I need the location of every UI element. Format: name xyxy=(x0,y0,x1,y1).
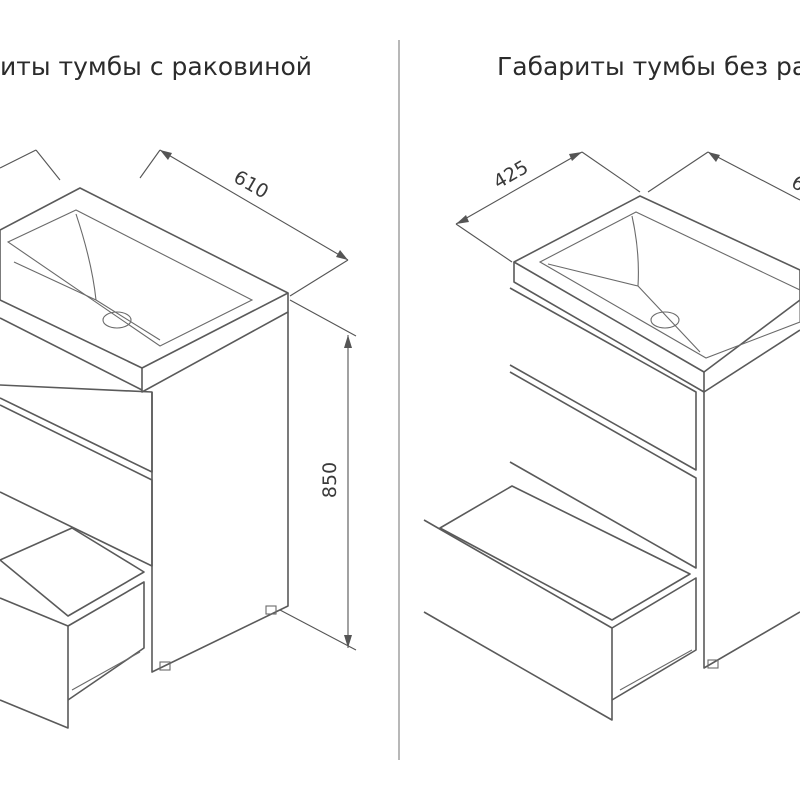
right-depth-extension-a xyxy=(456,224,512,262)
right-drawer-middle xyxy=(510,372,696,568)
right-sink-basin-inner xyxy=(548,216,700,352)
left-panel: Габариты тумбы с раковиной xyxy=(0,52,356,728)
left-sink-drain xyxy=(103,312,131,328)
right-depth-extension-b xyxy=(582,152,640,192)
left-width-label: 610 xyxy=(230,166,272,203)
right-cabinet-drawing xyxy=(424,196,800,720)
left-dimension-width: 610 xyxy=(140,150,348,296)
left-cabinet-side xyxy=(152,312,288,672)
left-sink-basin-rim xyxy=(8,210,252,346)
left-height-arrow-bottom xyxy=(344,635,352,648)
right-drawer-top xyxy=(510,288,696,470)
right-panel-title: Габариты тумбы без раковины xyxy=(497,52,800,81)
left-drawer-runner xyxy=(72,652,140,690)
right-sink-basin-rim xyxy=(540,212,800,358)
left-dimension-height: 850 xyxy=(280,300,356,650)
right-dimension-width: 600 xyxy=(648,152,800,208)
right-dimension-depth: 425 xyxy=(456,152,640,262)
right-depth-label: 425 xyxy=(490,156,532,193)
left-open-drawer-side xyxy=(68,582,144,700)
left-countertop-front-left xyxy=(0,318,142,390)
right-open-drawer-floor xyxy=(440,486,690,620)
right-depth-arrow-a xyxy=(456,215,469,224)
left-width-arrow-b xyxy=(336,250,348,260)
left-height-label: 850 xyxy=(319,462,341,498)
left-drawer-middle xyxy=(0,405,152,566)
left-countertop-edge xyxy=(142,293,288,392)
left-height-extension-top xyxy=(290,300,356,336)
right-depth-arrow-b xyxy=(569,152,582,161)
left-open-drawer-floor xyxy=(0,528,144,616)
left-drawer-top xyxy=(0,385,152,472)
left-height-arrow-top xyxy=(344,335,352,348)
left-open-drawer-front xyxy=(0,598,68,728)
right-panel: Габариты тумбы без раковины xyxy=(424,52,800,720)
left-width-extension-a xyxy=(140,150,160,178)
right-open-drawer-front xyxy=(424,520,612,720)
right-drawer-runner xyxy=(620,650,692,690)
right-countertop-edge xyxy=(514,262,704,392)
right-width-extension xyxy=(648,152,708,192)
left-height-extension-bottom xyxy=(280,610,356,650)
right-cabinet-side xyxy=(704,392,800,668)
left-depth-extension xyxy=(36,150,60,180)
left-width-arrow-a xyxy=(160,150,172,160)
left-sink-basin-inner xyxy=(14,214,160,340)
left-dimension-depth xyxy=(0,150,60,180)
right-width-arrow xyxy=(708,152,720,162)
left-width-extension-b xyxy=(290,260,348,296)
right-open-drawer-side xyxy=(612,578,696,700)
right-width-dimension-line xyxy=(708,152,800,200)
left-cabinet-drawing xyxy=(0,188,288,728)
right-width-label: 600 xyxy=(788,171,800,208)
left-countertop-top xyxy=(0,188,288,368)
left-depth-dimension-line xyxy=(0,150,36,168)
left-panel-title: Габариты тумбы с раковиной xyxy=(0,52,312,81)
